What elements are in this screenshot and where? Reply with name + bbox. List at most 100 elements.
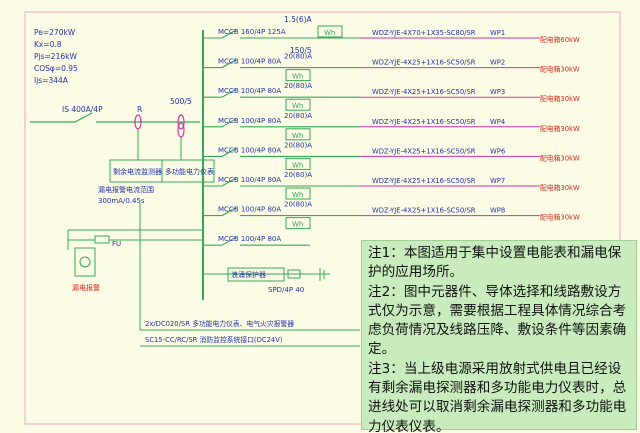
energy-meter-label: Wh bbox=[292, 161, 303, 169]
breaker-label: MCCB 100/4P 80A bbox=[218, 146, 281, 154]
energy-meter-label: Wh bbox=[292, 102, 303, 110]
load-label: 配电箱30kW bbox=[540, 94, 580, 103]
feeder-tag: WP8 bbox=[490, 207, 505, 215]
breaker-label: MCCB 100/4P 80A bbox=[218, 206, 281, 214]
breaker-label: MCCB 100/4P 80A bbox=[218, 176, 281, 184]
cable-spec: WDZ-YJE-4X25+1X16-SC50/SR bbox=[372, 88, 476, 96]
load-label: 配电箱30kW bbox=[540, 213, 580, 222]
drawing-frame bbox=[24, 11, 621, 425]
meter-rating: 20(80)A bbox=[284, 201, 312, 209]
load-label: 配电箱30kW bbox=[540, 124, 580, 133]
breaker-contact bbox=[221, 147, 237, 157]
param-pe: Pe=270kW bbox=[34, 28, 76, 37]
meter-rating: 20(80)A bbox=[284, 112, 312, 120]
energy-meter bbox=[285, 217, 311, 230]
cable-spec: WDZ-YJE-4X25+1X16-SC50/SR bbox=[372, 177, 476, 185]
note-2: 注2：图中元器件、导体选择和线路敷设方式仅为示意，需要根据工程具体情况综合考虑负… bbox=[368, 283, 627, 358]
cable-spec: WDZ-YJE-4X25+1X16-SC50/SR bbox=[372, 207, 476, 215]
energy-meter bbox=[285, 98, 311, 111]
breaker-contact bbox=[221, 207, 237, 217]
breaker-contact bbox=[221, 236, 237, 246]
load-parameters: Pe=270kW Kx=0.8 Pjs=216kW COSφ=0.95 Ijs=… bbox=[34, 28, 78, 85]
notes-panel: 注1：本图适用于集中设置电能表和漏电保护的应用场所。 注2：图中元器件、导体选择… bbox=[361, 240, 637, 433]
current-transformers bbox=[134, 114, 185, 160]
energy-meter-label: Wh bbox=[292, 132, 303, 140]
alarm-circuit bbox=[67, 229, 203, 277]
energy-meter bbox=[317, 25, 343, 38]
feeder-tag: WP4 bbox=[490, 118, 505, 126]
note-3: 注3：当上级电源采用放射式供电且已经设有剩余漏电探测器和多功能电力仪表时，总进线… bbox=[368, 360, 627, 433]
energy-meter-label: Wh bbox=[292, 191, 303, 199]
meter-ratio-label: 1.5(6)A bbox=[284, 15, 313, 24]
param-cos: COSφ=0.95 bbox=[34, 64, 78, 73]
cabling-label-2: SC15-CC/RC/SR 消防监控系统接口(DC24V) bbox=[145, 335, 283, 344]
cable-spec: WDZ-YJE-4X25+1X16-SC50/SR bbox=[372, 147, 476, 155]
main-breaker-label: IS 400A/4P bbox=[62, 105, 103, 114]
energy-meter-label: Wh bbox=[292, 73, 303, 81]
energy-meter bbox=[285, 157, 311, 170]
param-kx: Kx=0.8 bbox=[34, 40, 62, 49]
energy-meter bbox=[285, 69, 311, 82]
feeder-row: MCCB 160/4P 125A Wh WDZ-YJE-4X70+1X35-SC80… bbox=[203, 25, 580, 44]
meter-rating: 20(80)A bbox=[284, 171, 312, 179]
energy-meter-label: Wh bbox=[324, 29, 335, 37]
monitor-boxes: 剩余电流监测器 多功能电力仪表 漏电报警电流范围 300mA/0.45s bbox=[98, 159, 215, 205]
meter-ct-label: 150/5 bbox=[290, 46, 312, 55]
feeder-tag: WP6 bbox=[490, 147, 505, 155]
rcd-note-1: 漏电报警电流范围 bbox=[98, 185, 154, 194]
feeder-tag: WP3 bbox=[490, 88, 505, 96]
feeder-tag: WP1 bbox=[490, 29, 505, 37]
feeder-tag: WP7 bbox=[490, 177, 505, 185]
cable-spec: WDZ-YJE-4X25+1X16-SC50/SR bbox=[372, 59, 476, 67]
alarm-label: 漏电报警 bbox=[72, 283, 100, 292]
feeder-row: MCCB 100/4P 80A bbox=[203, 235, 310, 246]
feeder-circuits: MCCB 160/4P 125A Wh WDZ-YJE-4X70+1X35-SC80… bbox=[203, 25, 580, 246]
load-label: 配电箱60kW bbox=[540, 35, 580, 44]
breaker-label: MCCB 100/4P 80A bbox=[218, 235, 281, 243]
note-1: 注1：本图适用于集中设置电能表和漏电保护的应用场所。 bbox=[368, 245, 622, 281]
load-label: 配电箱30kW bbox=[540, 153, 580, 162]
breaker-label: MCCB 160/4P 125A bbox=[218, 28, 286, 36]
breaker-contact bbox=[221, 88, 237, 98]
control-cabling bbox=[139, 203, 360, 347]
breaker-contact bbox=[221, 59, 237, 69]
spd-branch bbox=[203, 267, 330, 282]
meter-rating: 20(80)A bbox=[284, 82, 312, 90]
cabling-label-1: 2x/DC020/SR 多功能电力仪表、电气火灾报警器 bbox=[145, 319, 294, 328]
breaker-label: MCCB 100/4P 80A bbox=[218, 87, 281, 95]
energy-meter bbox=[285, 128, 311, 141]
param-pjs: Pjs=216kW bbox=[34, 52, 77, 61]
rcd-note-2: 300mA/0.45s bbox=[98, 197, 145, 205]
breaker-contact bbox=[221, 118, 237, 128]
rcd-box-label: 剩余电流监测器 bbox=[113, 167, 162, 176]
cable-spec: WDZ-YJE-4X25+1X16-SC50/SR bbox=[372, 118, 476, 126]
r-label: R bbox=[137, 105, 142, 114]
breaker-contact bbox=[221, 29, 237, 39]
multifunction-meter-box bbox=[161, 159, 215, 183]
feeder-tag: WP2 bbox=[490, 59, 505, 67]
breaker-label: MCCB 100/4P 80A bbox=[218, 117, 281, 125]
meter-box-label: 多功能电力仪表 bbox=[165, 167, 214, 176]
energy-meter-label: Wh bbox=[292, 221, 303, 229]
meter-rating: 20(80)A bbox=[284, 53, 312, 61]
ct-ratio-label: 500/5 bbox=[170, 97, 192, 106]
breaker-contact bbox=[221, 177, 237, 187]
breaker-label: MCCB 100/4P 80A bbox=[218, 58, 281, 66]
incoming-line bbox=[30, 30, 204, 300]
param-ijs: Ijs=344A bbox=[34, 76, 69, 85]
meter-rating: 20(80)A bbox=[284, 141, 312, 149]
load-label: 配电箱30kW bbox=[540, 65, 580, 74]
energy-meter bbox=[285, 187, 311, 200]
spd-box-label: 浪涌保护器 bbox=[231, 270, 266, 279]
load-label: 配电箱30kW bbox=[540, 183, 580, 192]
spd-label: SPD/4P 40 bbox=[268, 286, 304, 294]
cable-spec: WDZ-YJE-4X70+1X35-SC80/SR bbox=[372, 29, 476, 37]
